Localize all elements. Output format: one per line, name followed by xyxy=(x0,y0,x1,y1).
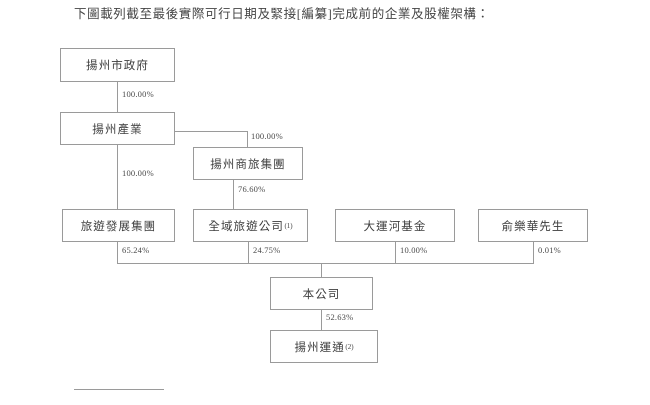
node-quanyu-tourism-company: 全域旅遊公司(1) xyxy=(193,209,308,242)
percent-industry-to-commerce-travel: 100.00% xyxy=(251,131,283,141)
node-yangzhou-municipal-government: 揚州市政府 xyxy=(60,48,175,82)
connector-company-to-yuntong xyxy=(321,310,322,330)
connector-quanyu-drop xyxy=(248,242,249,263)
footnote-divider xyxy=(74,389,164,390)
node-our-company: 本公司 xyxy=(270,277,373,310)
percent-yu-lehua-to-company: 0.01% xyxy=(538,245,561,255)
percent-government-to-industry: 100.00% xyxy=(122,89,154,99)
node-label: 俞樂華先生 xyxy=(501,220,565,233)
node-label: 本公司 xyxy=(302,288,341,301)
node-tourism-development-group: 旅遊發展集團 xyxy=(62,209,175,242)
connector-commerce-travel-to-quanyu xyxy=(233,180,234,209)
node-label: 旅遊發展集團 xyxy=(80,220,157,233)
connector-yu-lehua-drop xyxy=(533,242,534,263)
node-label: 揚州商旅集團 xyxy=(210,158,286,171)
node-footnote-marker: (2) xyxy=(345,342,354,351)
percent-tourism-development-to-company: 65.24% xyxy=(122,245,150,255)
connector-shareholder-bus xyxy=(117,263,534,264)
node-grand-canal-fund: 大運河基金 xyxy=(335,209,455,242)
node-yangzhou-commerce-travel-group: 揚州商旅集團 xyxy=(193,147,303,180)
connector-bus-to-company xyxy=(321,263,322,277)
connector-industry-to-tourism-development xyxy=(117,145,118,209)
node-label: 大運河基金 xyxy=(363,220,427,233)
percent-company-to-yuntong: 52.63% xyxy=(326,312,354,322)
connector-government-to-industry xyxy=(117,82,118,112)
node-label: 揚州市政府 xyxy=(86,60,149,72)
connector-grand-canal-drop xyxy=(395,242,396,263)
node-label: 揚州產業 xyxy=(92,123,143,136)
connector-industry-right-stub xyxy=(175,131,248,132)
percent-commerce-travel-to-quanyu: 76.60% xyxy=(238,184,266,194)
intro-paragraph: 下圖載列截至最後實際可行日期及緊接[編纂]完成前的企業及股權架構： xyxy=(74,7,490,21)
connector-tourism-development-drop xyxy=(117,242,118,263)
node-label: 揚州運通 xyxy=(294,341,345,354)
node-mr-yu-lehua: 俞樂華先生 xyxy=(478,209,588,242)
node-yangzhou-yuntong: 揚州運通(2) xyxy=(270,330,378,363)
node-label: 全域旅遊公司 xyxy=(208,220,284,233)
node-footnote-marker: (1) xyxy=(284,221,293,230)
connector-industry-to-commerce-travel xyxy=(247,131,248,147)
percent-quanyu-to-company: 24.75% xyxy=(253,245,281,255)
percent-grand-canal-to-company: 10.00% xyxy=(400,245,428,255)
node-yangzhou-industry: 揚州產業 xyxy=(60,112,175,145)
percent-industry-to-tourism-development: 100.00% xyxy=(122,168,154,178)
